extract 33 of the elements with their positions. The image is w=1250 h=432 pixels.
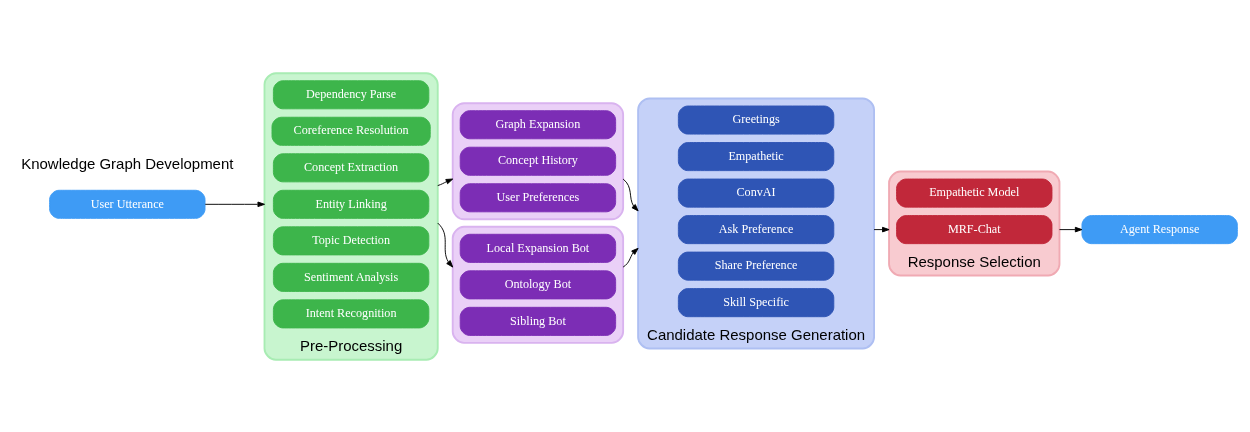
node-box: Empathetic xyxy=(677,141,835,171)
arrow xyxy=(204,201,265,207)
node-box: Entity Linking xyxy=(272,189,430,219)
arrow xyxy=(873,226,890,232)
node-box: Skill Specific xyxy=(677,287,835,317)
node-box: Graph Expansion xyxy=(459,109,617,139)
arrow xyxy=(437,178,454,186)
label: Knowledge Graph Development xyxy=(21,154,234,172)
node-box: Local Expansion Bot xyxy=(459,233,617,263)
node-box: User Preferences xyxy=(459,182,617,212)
arrow xyxy=(622,247,639,268)
node-box: Sibling Bot xyxy=(459,306,617,336)
node-box: Empathetic Model xyxy=(896,178,1053,208)
node-box: Sentiment Analysis xyxy=(272,262,430,292)
node-box: Agent Response xyxy=(1081,214,1238,244)
node-box: Ontology Bot xyxy=(459,269,617,299)
node-box: User Utterance xyxy=(49,189,206,219)
node-box: Topic Detection xyxy=(272,225,430,255)
node-box: Concept History xyxy=(459,146,617,176)
node-box: Intent Recognition xyxy=(272,298,430,328)
node-box: Share Preference xyxy=(677,251,835,281)
node-box: Greetings xyxy=(677,105,835,135)
arrow xyxy=(1059,226,1083,232)
cluster xyxy=(451,225,625,344)
node-box: Dependency Parse xyxy=(272,79,430,109)
node-box: ConvAI xyxy=(677,178,835,208)
node-box: MRF-Chat xyxy=(896,214,1053,244)
node-box: Coreference Resolution xyxy=(271,116,431,146)
node-box: Concept Extraction xyxy=(272,152,430,182)
arrow xyxy=(437,222,454,268)
cluster xyxy=(451,101,625,220)
arrow xyxy=(622,178,639,211)
node-box: Ask Preference xyxy=(677,214,835,244)
